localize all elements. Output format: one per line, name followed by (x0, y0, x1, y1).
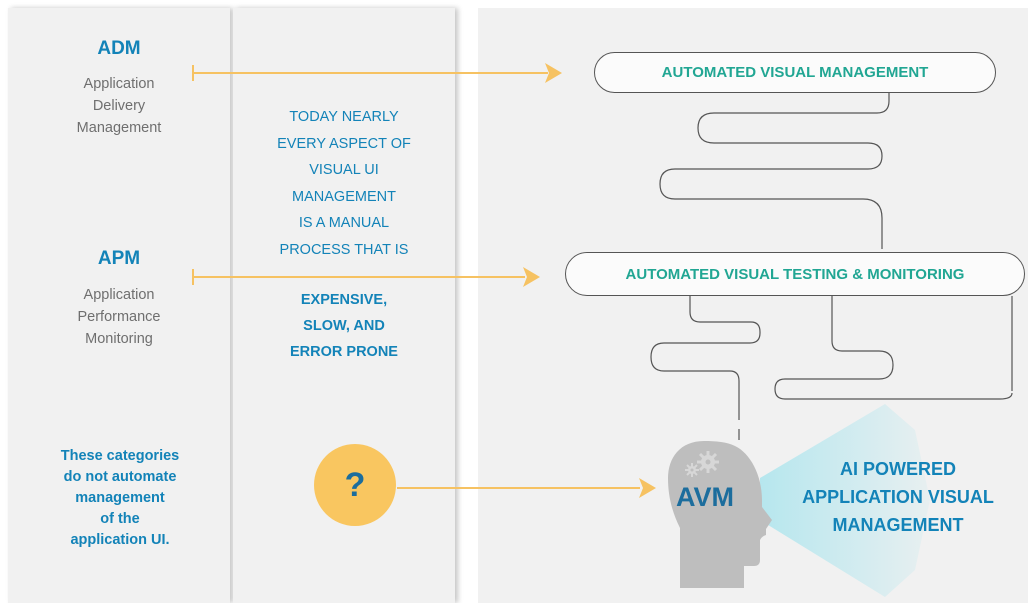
problem-line: is a manual (298, 215, 390, 231)
note-line: management (75, 490, 165, 506)
ai-line: MANAGEMENT (832, 515, 964, 535)
connector-line-bottom (650, 296, 1013, 440)
categories-panel (8, 8, 230, 603)
emphasis-line: EXPENSIVE, (300, 292, 388, 308)
adm-desc-line: Delivery (92, 98, 146, 114)
emphasis-line: SLOW, AND (303, 318, 385, 334)
arrow-question (397, 478, 656, 498)
ai-powered-avm-text: AI POWERED APPLICATION VISUAL MANAGEMENT (798, 455, 998, 539)
automated-visual-testing-pill: AUTOMATED VISUAL TESTING & MONITORING (565, 252, 1025, 296)
problem-line: every aspect of (277, 135, 411, 152)
apm-title: APM (97, 248, 141, 269)
problem-line: visual UI (309, 162, 379, 178)
head-silhouette (668, 441, 772, 588)
emphasis-line: ERROR PRONE (290, 344, 398, 360)
note-line: application UI. (70, 532, 170, 548)
adm-description: Application Delivery Management (8, 73, 230, 139)
apm-desc-line: Monitoring (85, 331, 153, 347)
problem-line: process that is (279, 241, 409, 258)
note-line: of the (100, 511, 140, 527)
problem-line: management (292, 188, 396, 205)
arrow-adm (192, 63, 562, 83)
arrow-apm (192, 267, 540, 287)
note-line: These categories (60, 448, 180, 464)
problem-emphasis: EXPENSIVE, SLOW, AND ERROR PRONE (233, 287, 455, 365)
apm-desc-line: Application (83, 287, 155, 303)
ai-line: AI POWERED (839, 459, 956, 479)
question-mark-badge: ? (314, 444, 396, 526)
gears-icon (685, 451, 719, 477)
apm-description: Application Performance Monitoring (8, 284, 230, 350)
connector-line-top (659, 93, 890, 249)
automated-visual-management-pill: AUTOMATED VISUAL MANAGEMENT (594, 52, 996, 93)
apm-desc-line: Performance (77, 309, 161, 325)
adm-title: ADM (97, 38, 141, 59)
problem-line: Today nearly (289, 109, 399, 125)
note-line: do not automate (63, 469, 177, 485)
ai-line: APPLICATION VISUAL (802, 487, 994, 507)
adm-desc-line: Application (83, 76, 155, 92)
avm-label: AVM (676, 482, 734, 512)
categories-note: These categories do not automate managem… (30, 446, 210, 551)
problem-statement: Today nearly every aspect of visual UI m… (233, 104, 455, 263)
adm-desc-line: Management (76, 120, 162, 136)
ai-beam (760, 404, 930, 597)
